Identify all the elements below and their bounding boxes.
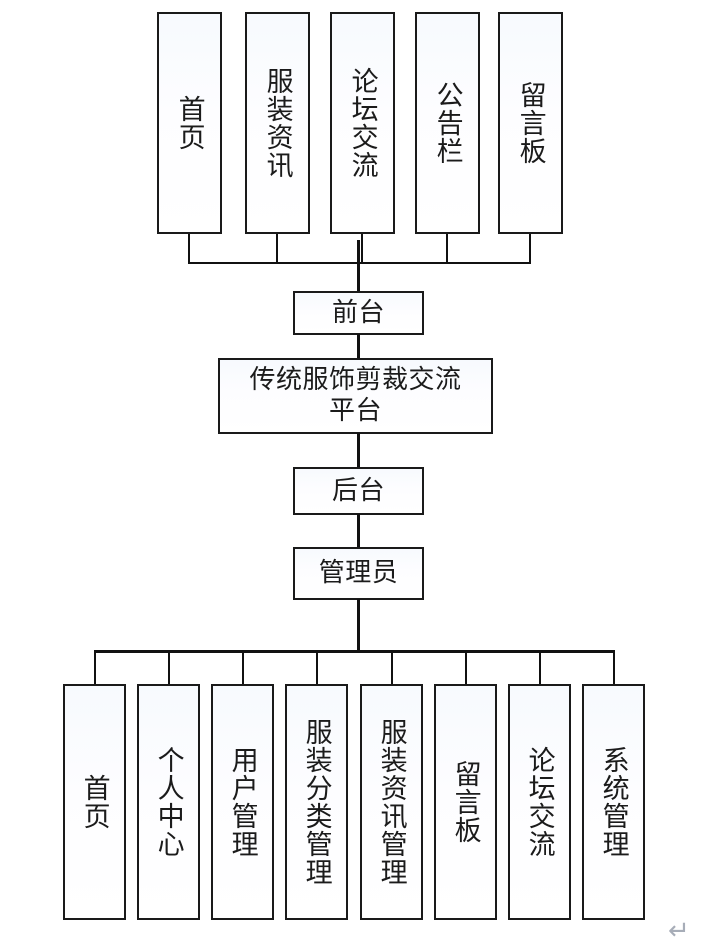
backend-module-label: 个人中心 [153, 746, 184, 858]
backend-module-label: 用户管理 [227, 746, 258, 858]
frontend-module-label: 公告栏 [432, 81, 463, 165]
connector-backend-stub-5 [391, 650, 393, 684]
frontend-branch-box[interactable]: 前台 [293, 291, 424, 335]
platform-title-box[interactable]: 传统服饰剪裁交流 平台 [218, 358, 493, 434]
frontend-module-label: 服装资讯 [262, 67, 293, 179]
connector-frontend-stub-2 [276, 234, 278, 264]
backend-module-label: 服装资讯管理 [376, 718, 407, 886]
platform-title-line-1: 传统服饰剪裁交流 [249, 365, 462, 395]
frontend-module-box-liuyanban[interactable]: 留言板 [498, 12, 563, 234]
frontend-module-box-shouye[interactable]: 首页 [157, 12, 222, 234]
backend-module-box-liuyanban[interactable]: 留言板 [434, 684, 497, 920]
connector-backend-stub-6 [465, 650, 467, 684]
backend-module-box-fuzhuangzixunguanli[interactable]: 服装资讯管理 [360, 684, 423, 920]
frontend-module-box-fuzhuangzixun[interactable]: 服装资讯 [245, 12, 310, 234]
frontend-module-box-luntanjiaoliu[interactable]: 论坛交流 [330, 12, 395, 234]
connector-backend-stub-1 [94, 650, 96, 684]
connector-backend-to-admin [357, 514, 360, 548]
platform-title-label: 传统服饰剪裁交流 平台 [243, 365, 467, 426]
frontend-module-box-gonggaolan[interactable]: 公告栏 [415, 12, 480, 234]
backend-branch-label: 后台 [331, 475, 385, 505]
connector-frontend-stub-5 [529, 234, 531, 264]
connector-frontend-stub-3 [361, 234, 363, 264]
backend-module-label: 系统管理 [598, 746, 629, 858]
connector-backend-stub-7 [539, 650, 541, 684]
backend-module-label: 留言板 [450, 760, 481, 844]
connector-backend-stub-3 [242, 650, 244, 684]
paragraph-return-icon: ↵ [668, 916, 690, 946]
backend-module-label: 首页 [79, 774, 110, 830]
backend-module-box-xitongguanli[interactable]: 系统管理 [582, 684, 645, 920]
frontend-module-label: 首页 [174, 95, 205, 151]
backend-module-label: 服装分类管理 [301, 718, 332, 886]
connector-frontend-stub-1 [188, 234, 190, 264]
connector-backend-stub-4 [316, 650, 318, 684]
frontend-module-label: 论坛交流 [347, 67, 378, 179]
backend-module-box-luntanjiaoliu[interactable]: 论坛交流 [508, 684, 571, 920]
backend-module-box-gerenzhongxin[interactable]: 个人中心 [137, 684, 200, 920]
connector-platform-to-backend [357, 433, 360, 468]
platform-title-line-2: 平台 [328, 396, 382, 425]
backend-branch-box[interactable]: 后台 [293, 467, 424, 515]
backend-module-label: 论坛交流 [524, 746, 555, 858]
backend-module-box-yonghuguanli[interactable]: 用户管理 [211, 684, 274, 920]
backend-module-box-shouye[interactable]: 首页 [63, 684, 126, 920]
admin-box[interactable]: 管理员 [293, 547, 424, 600]
connector-bus-to-frontend [357, 240, 360, 292]
connector-frontend-stub-4 [446, 234, 448, 264]
connector-backend-stub-2 [168, 650, 170, 684]
connector-backend-stub-8 [613, 650, 615, 684]
frontend-branch-label: 前台 [331, 297, 385, 327]
admin-label: 管理员 [318, 558, 399, 588]
connector-admin-to-bus [357, 599, 360, 652]
frontend-module-label: 留言板 [515, 81, 546, 165]
backend-module-box-fuzhuangfenleiguanli[interactable]: 服装分类管理 [285, 684, 348, 920]
connector-backend-bus [94, 650, 615, 653]
connector-frontend-to-platform [357, 334, 360, 359]
